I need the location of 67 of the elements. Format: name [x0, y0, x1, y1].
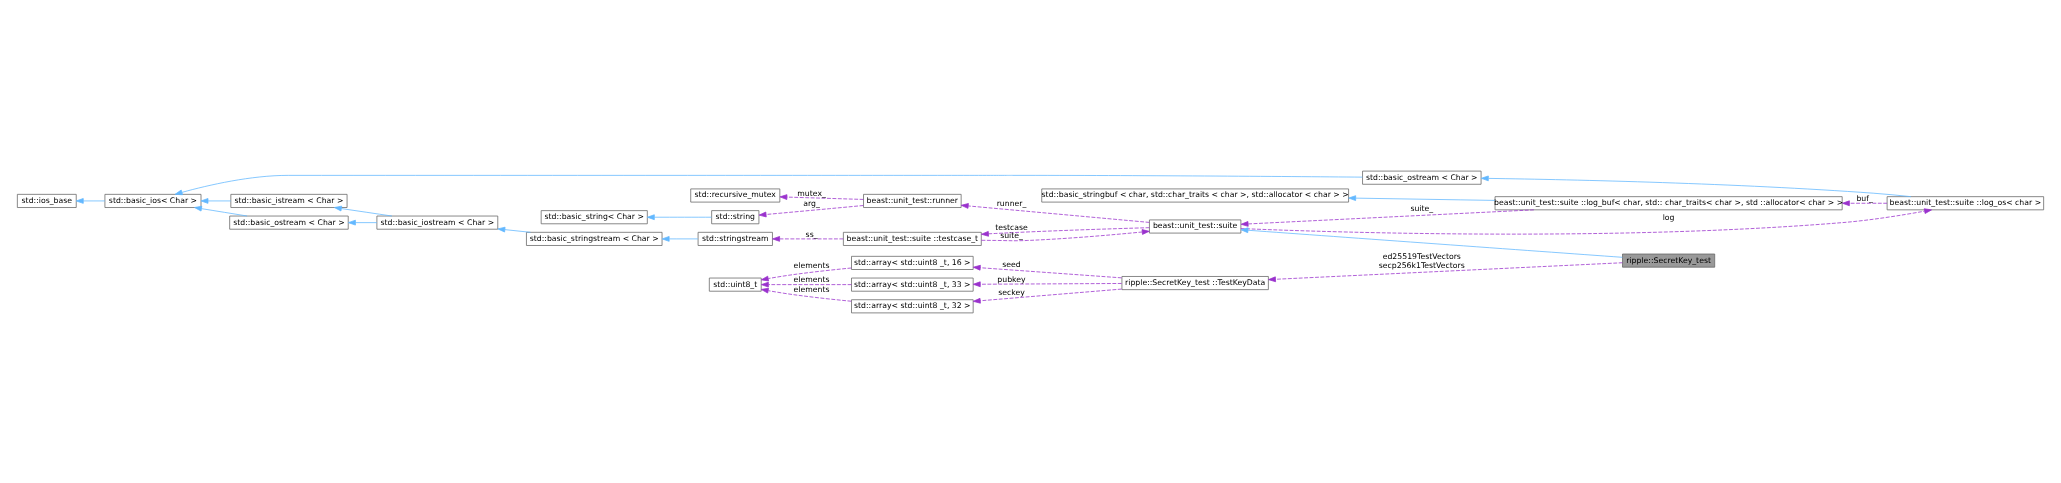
node-box: std::array< std::uint8 _t, 16 > — [851, 255, 974, 270]
node-box: std::stringstream — [697, 231, 773, 246]
arrow — [972, 264, 1122, 278]
edge-label: log — [1662, 212, 1675, 222]
node-box: beast::unit_test::suite — [1149, 219, 1242, 233]
edge-label: pubkey — [997, 274, 1026, 284]
arrow — [972, 280, 1122, 287]
edge-label: runner_ — [996, 198, 1027, 208]
edge-label: seed — [1002, 259, 1021, 269]
arrow — [1268, 261, 1623, 282]
node-box: std::basic_stringbuf < char, std::char_traits < char >, std::allocator < char > > — [1041, 188, 1349, 202]
arrow — [758, 204, 864, 217]
node-box: std::basic_string< Char > — [540, 209, 648, 224]
arrow — [174, 174, 1363, 195]
node-box: beast::unit_test::suite ::testcase_t — [843, 231, 982, 246]
arrow — [1240, 208, 1535, 227]
node-box: beast::unit_test::runner — [863, 193, 962, 208]
node-box: std::basic_iostream < Char > — [376, 215, 499, 230]
arrow — [348, 219, 378, 225]
arrow — [972, 288, 1122, 304]
edge-label: elements — [793, 284, 830, 294]
edge-label: elements — [793, 260, 830, 270]
node-box: beast::unit_test::suite ::log_os< char > — [1886, 195, 2045, 210]
edge-label: buf_ — [1856, 193, 1873, 203]
edge-label: testcase — [995, 222, 1028, 232]
arrow — [1240, 207, 1932, 234]
arrow — [75, 197, 106, 204]
arrow — [981, 228, 1150, 241]
arrow — [646, 213, 712, 220]
edge-label: elements — [793, 274, 830, 284]
edge-label: arg_ — [803, 198, 820, 208]
arrow — [760, 267, 852, 281]
arrow — [779, 193, 864, 200]
node-box: std::array< std::uint8 _t, 33 > — [851, 277, 974, 292]
arrow — [200, 197, 232, 204]
arrow — [1240, 226, 1623, 258]
edge-label: ed25519TestVectors secp256k1TestVectors — [1378, 251, 1465, 270]
node-box: std::string — [711, 209, 760, 224]
arrow — [1348, 194, 1496, 201]
node-box: std::ios_base — [16, 193, 77, 208]
node-box: std::uint8_t — [708, 277, 762, 292]
edge-label: mutex_ — [797, 188, 826, 198]
arrow — [497, 226, 531, 233]
node-box: std::recursive_mutex — [690, 188, 781, 202]
node-box: std::basic_istream < Char > — [230, 193, 348, 208]
edge-label: suite_ — [1410, 203, 1434, 213]
arrow — [334, 205, 393, 216]
node-box: std::array< std::uint8 _t, 32 > — [851, 298, 974, 313]
arrow — [981, 226, 1150, 237]
node-box: std::basic_stringstream < Char > — [526, 231, 663, 246]
arrow — [761, 281, 852, 287]
arrow — [960, 202, 1150, 223]
arrow — [760, 287, 852, 302]
node-box: ripple::SecretKey_test ::TestKeyData — [1121, 275, 1269, 290]
arrow — [772, 235, 844, 242]
arrow — [1480, 175, 1912, 197]
arrow — [194, 205, 248, 216]
node-box: ripple::SecretKey_test — [1622, 253, 1716, 268]
arrow — [661, 235, 699, 242]
node-box: std::basic_ios< Char > — [104, 193, 202, 208]
edge-label: ss_ — [805, 229, 818, 239]
node-box: std::basic_ostream < Char > — [1362, 170, 1482, 185]
edge-label: seckey — [998, 287, 1025, 297]
node-box: std::basic_ostream < Char > — [229, 215, 349, 230]
arrow — [1842, 199, 1888, 206]
edge-label: suite_ — [1000, 230, 1023, 240]
node-box: beast::unit_test::suite ::log_buf< char, std:: char_traits< char >, std ::allocator< char > > — [1494, 195, 1843, 210]
